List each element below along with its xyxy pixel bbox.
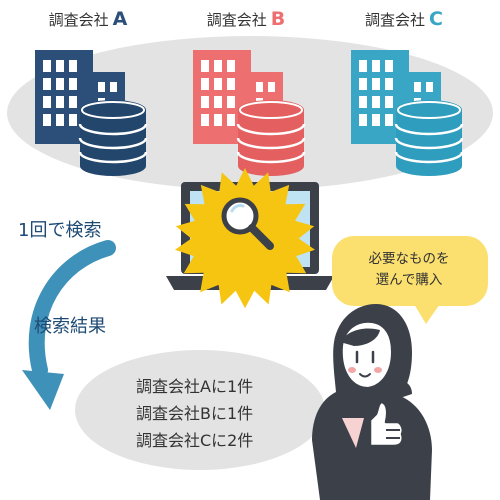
database-icon bbox=[236, 100, 306, 176]
magnifier-icon bbox=[221, 197, 274, 250]
result-line: 調査会社Aに1件 bbox=[136, 377, 254, 396]
flow-arrow-icon bbox=[22, 240, 116, 410]
burst-icon bbox=[175, 168, 315, 309]
results-list: 調査会社Aに1件 調査会社Bに1件 調査会社Cに2件 bbox=[136, 373, 253, 454]
company-letter: A bbox=[112, 8, 128, 30]
company-letter: B bbox=[270, 8, 286, 30]
company-b-icon-group bbox=[193, 50, 306, 176]
bubble-line: 必要なものを bbox=[368, 251, 450, 267]
result-line: 調査会社Bに1件 bbox=[136, 404, 254, 423]
company-label-text: 調査会社 bbox=[365, 11, 426, 29]
scarf bbox=[392, 379, 412, 398]
results-ellipse bbox=[75, 350, 325, 470]
database-icon bbox=[394, 100, 464, 176]
shirt bbox=[342, 418, 364, 448]
database-icon bbox=[78, 100, 148, 176]
speech-bubble-text: 必要なものを 選んで購入 bbox=[340, 249, 478, 291]
bubble-line: 選んで購入 bbox=[375, 272, 443, 288]
person-icon bbox=[312, 304, 432, 500]
company-letter: C bbox=[429, 8, 443, 30]
step-search-label: 1回で検索 bbox=[18, 220, 102, 241]
speech-bubble bbox=[332, 236, 488, 324]
company-label-text: 調査会社 bbox=[206, 11, 267, 29]
company-a-icon-group bbox=[35, 50, 148, 176]
thumbs-up-icon bbox=[368, 400, 405, 448]
company-c-icon-group bbox=[351, 50, 464, 176]
result-line: 調査会社Cに2件 bbox=[136, 431, 254, 450]
step-results-label: 検索結果 bbox=[34, 316, 106, 337]
company-label-text: 調査会社 bbox=[48, 11, 109, 29]
